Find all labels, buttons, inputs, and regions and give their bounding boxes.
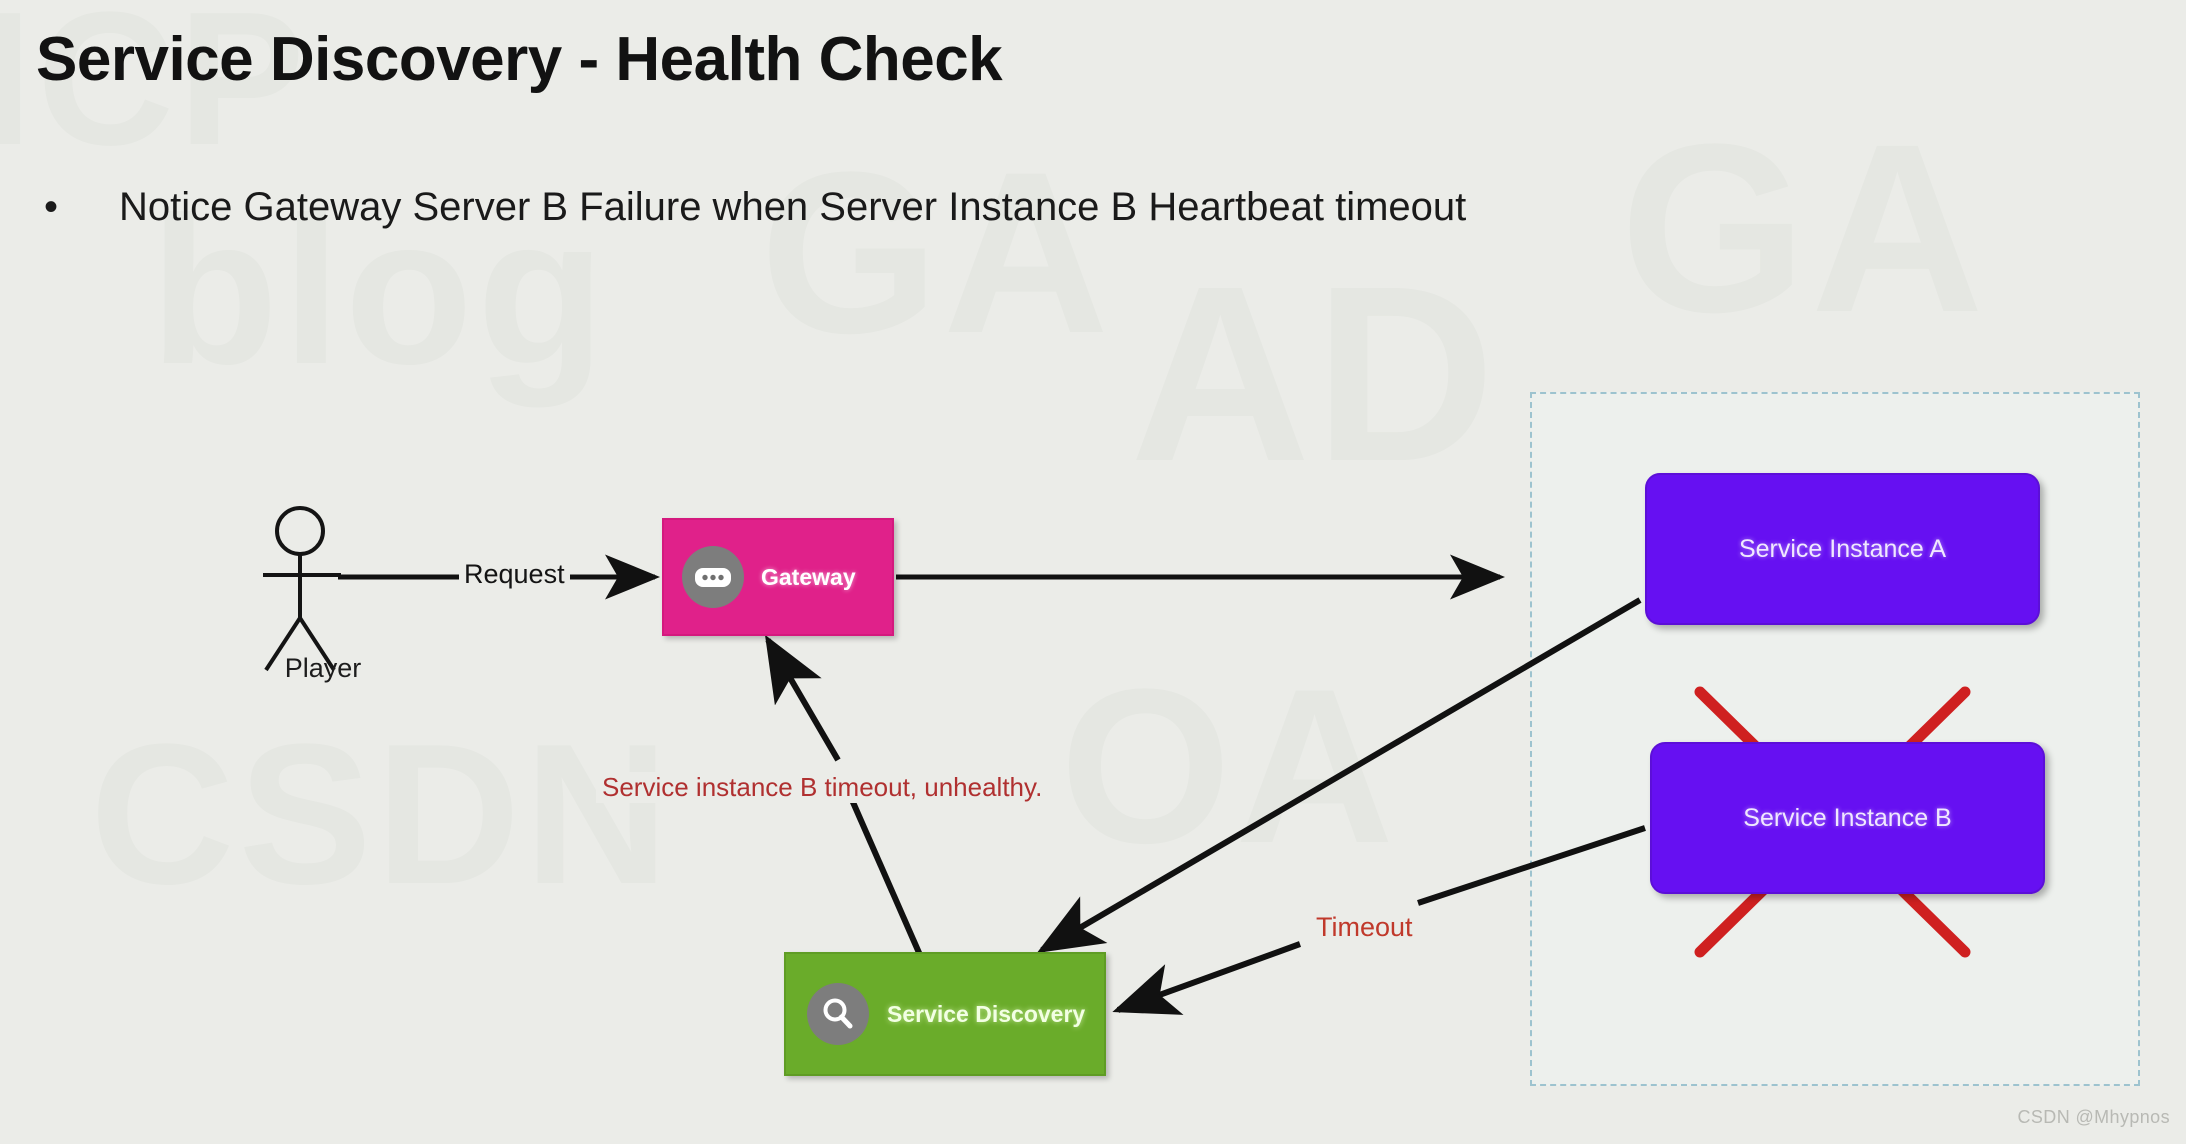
player-actor: [263, 506, 341, 672]
node-gateway-label: Gateway: [761, 563, 856, 590]
bullet-item-text: Notice Gateway Server B Failure when Ser…: [119, 185, 1467, 229]
magnifier-icon: [807, 983, 869, 1045]
node-service-instance-b-label: Service Instance B: [1743, 803, 1952, 832]
watermark-glyph: GA: [760, 124, 1113, 381]
source-watermark: CSDN @Mhypnos: [2017, 1107, 2170, 1127]
node-service-instance-a-label: Service Instance A: [1738, 534, 1947, 563]
node-service-discovery[interactable]: Service Discovery: [784, 952, 1106, 1076]
watermark-glyph: OA: [1060, 643, 1398, 889]
edge-label-timeout: Timeout: [1310, 912, 1419, 943]
node-service-instance-a[interactable]: Service Instance A: [1645, 473, 2040, 625]
watermark-glyph: GA: [1620, 94, 1988, 362]
page-title: Service Discovery - Health Check: [36, 25, 1003, 94]
watermark-glyph: CSDN: [90, 703, 673, 926]
watermark-glyph: AD: [1130, 234, 1500, 513]
bullet-item: • Notice Gateway Server B Failure when S…: [44, 185, 1466, 230]
node-gateway[interactable]: Gateway: [662, 518, 894, 636]
bullet-marker-icon: •: [44, 185, 59, 229]
message-dots-icon: [682, 546, 744, 608]
edge-label-unhealthy: Service instance B timeout, unhealthy.: [596, 772, 1049, 803]
edge-label-request: Request: [461, 559, 568, 590]
player-actor-label: Player: [284, 653, 362, 683]
node-service-instance-b[interactable]: Service Instance B: [1650, 742, 2045, 894]
node-service-discovery-label: Service Discovery: [887, 1000, 1086, 1027]
